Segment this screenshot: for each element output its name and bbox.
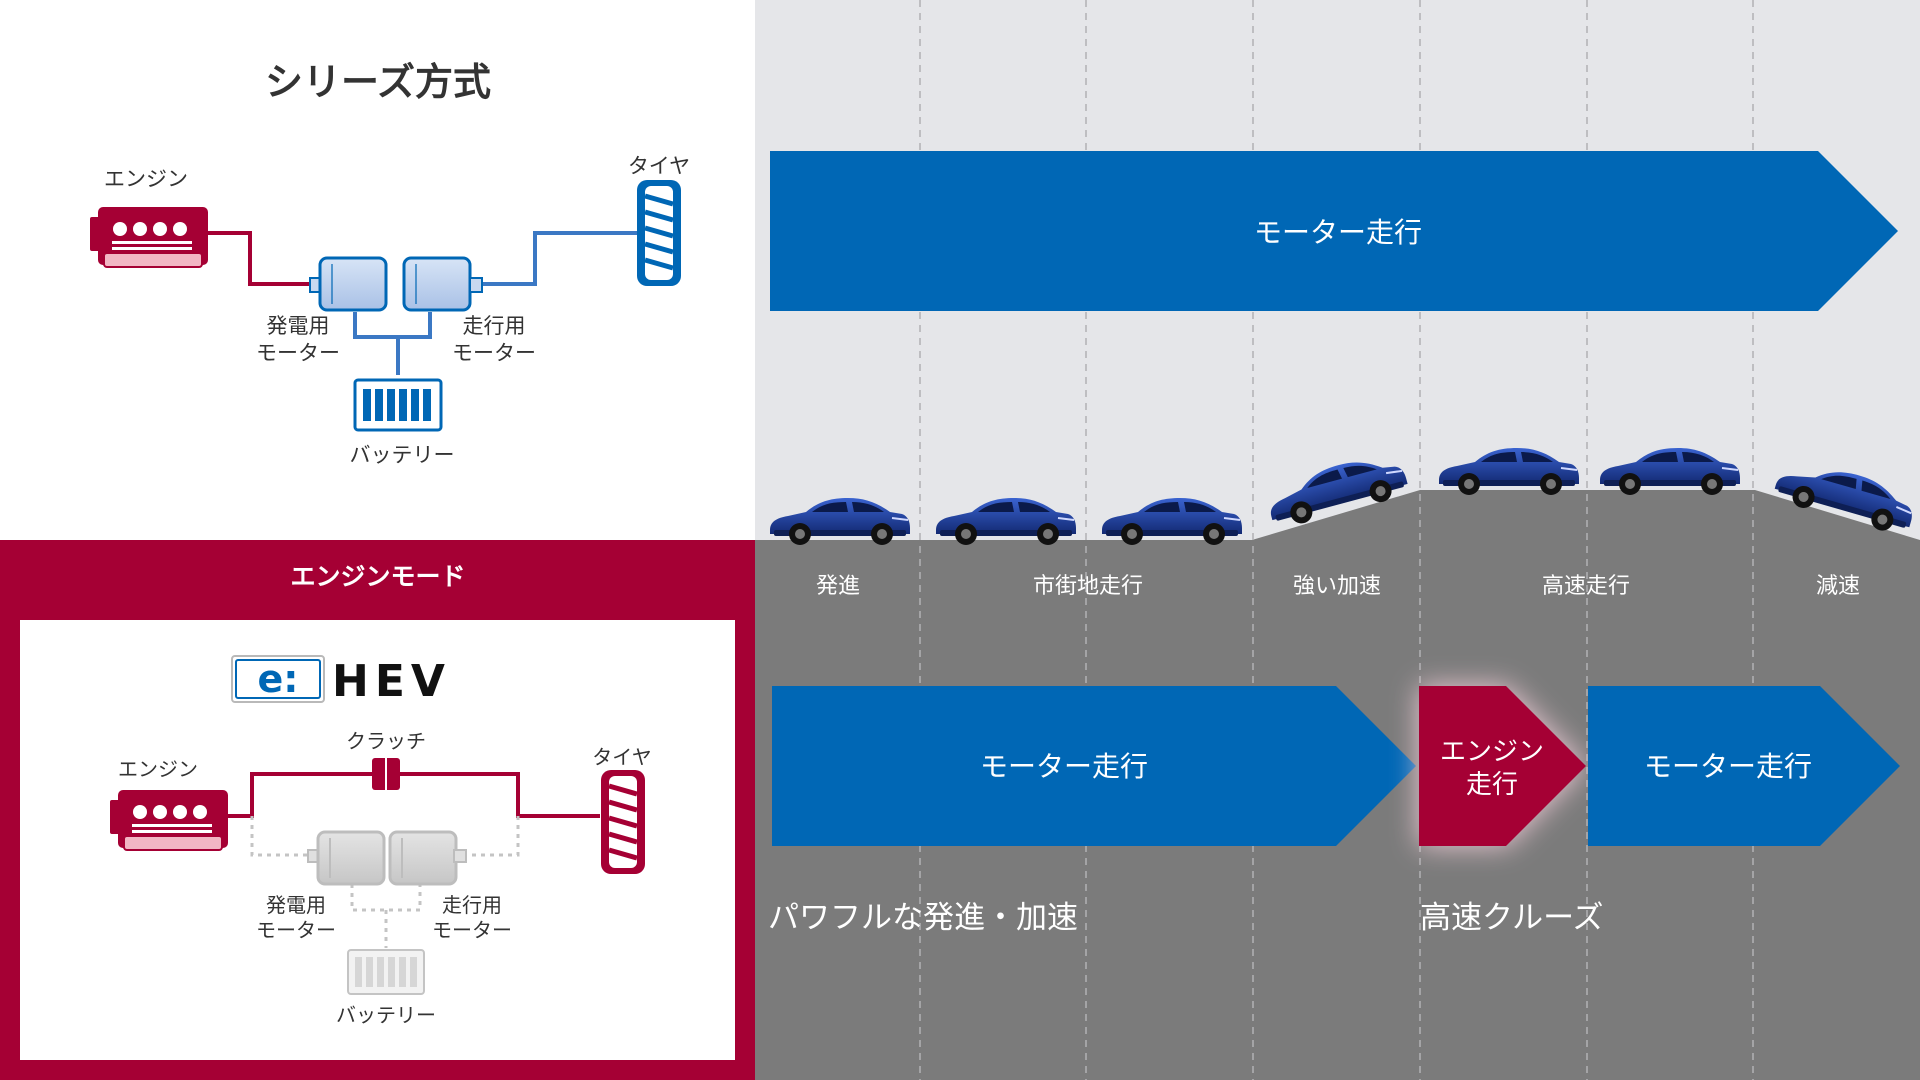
series-battery-label: バッテリー [350,443,455,467]
engine-mode-drive-motor-label-2: モーター [432,918,512,942]
series-tire-label: タイヤ [628,154,690,178]
battery-icon [353,378,443,432]
engine-mode-engine-icon [109,789,229,851]
bottom-motor-arrow-2 [1588,686,1900,846]
battery-wire [353,312,432,375]
engine-wire [198,231,318,286]
engine-mode-engine-label: エンジン [118,757,198,781]
caption-highway-cruise: 高速クルーズ [1420,900,1604,936]
engine-mode-gen-motor-icon [316,830,386,886]
stage-decel: 減速 [1816,574,1860,599]
engine-arrow-label-2: 走行 [1466,770,1518,800]
ehev-logo-hev: HEV [332,656,451,707]
series-gen-motor-label-2: モーター [256,341,340,365]
top-motor-arrow-label: モーター走行 [1254,216,1422,249]
series-engine-label: エンジン [104,167,188,191]
top-motor-arrow [770,151,1898,311]
ehev-logo-e: e: [258,657,299,701]
engine-mode-drive-motor-icon [388,830,458,886]
drive-motor-icon [402,256,472,312]
engine-mode-gen-motor-label-1: 発電用 [266,893,326,917]
engine-mode-battery-icon [347,949,425,995]
generator-motor-icon [318,256,388,312]
caption-powerful-start: パワフルな発進・加速 [768,900,1078,936]
tire-icon [637,180,681,286]
inactive-battery-path [350,884,422,948]
engine-mode-gen-motor-label-2: モーター [256,918,336,942]
series-drive-motor-label-1: 走行用 [463,314,526,338]
engine-mode-tire-icon [601,770,645,874]
ehev-logo: e: HEV [231,655,451,707]
engine-mode-drive-motor-label-1: 走行用 [442,893,502,917]
engine-arrow [1419,686,1586,846]
inactive-motor-path [250,816,520,857]
stage-highway: 高速走行 [1542,574,1630,599]
tire-wire [472,231,638,286]
bottom-motor-arrow-1-label: モーター走行 [980,750,1148,783]
series-title: シリーズ方式 [265,60,491,104]
series-drive-motor-label-2: モーター [452,341,536,365]
engine-icon [89,206,209,268]
stage-dividers [919,0,1754,1080]
engine-drive-path [208,772,600,818]
stage-city: 市街地走行 [1033,574,1143,599]
bottom-motor-arrow-1 [772,686,1416,846]
engine-mode-tire-label: タイヤ [592,745,651,769]
engine-arrow-label-1: エンジン [1440,737,1544,767]
stage-hard-accel: 強い加速 [1293,574,1381,599]
engine-mode-header: エンジンモード [290,562,465,591]
clutch-label: クラッチ [346,729,426,753]
stage-start: 発進 [816,574,860,599]
engine-mode-battery-label: バッテリー [336,1003,436,1027]
series-gen-motor-label-1: 発電用 [267,314,330,338]
bottom-motor-arrow-2-label: モーター走行 [1644,750,1812,783]
